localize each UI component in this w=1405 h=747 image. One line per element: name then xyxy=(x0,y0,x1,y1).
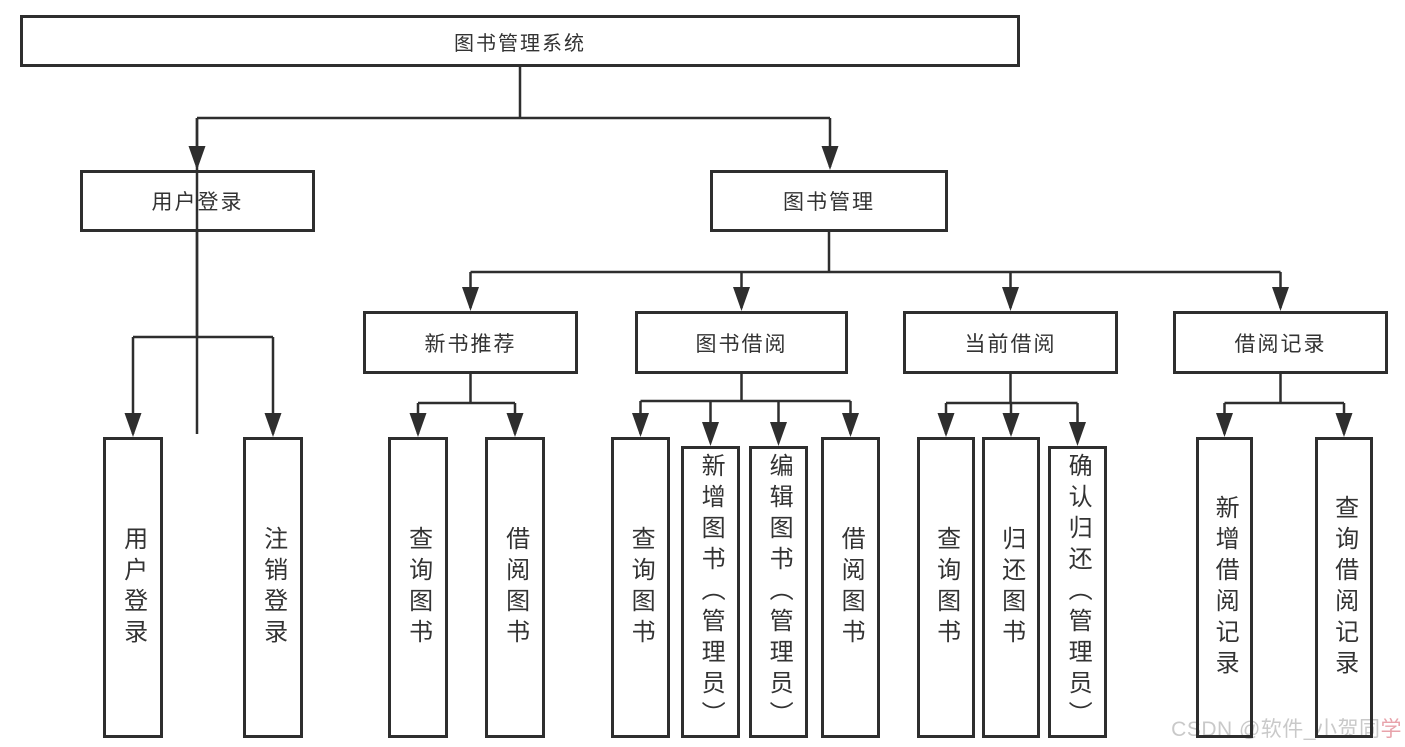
node-current-borrow-label: 当前借阅 xyxy=(964,332,1057,356)
leaf-add-book-admin-label: 新增图书（管理员） xyxy=(697,452,725,732)
node-book-borrow-label: 图书借阅 xyxy=(695,332,788,356)
leaf-query-borrow-record-label: 查询借阅记录 xyxy=(1330,494,1358,681)
leaf-user-login-label: 用户登录 xyxy=(119,525,147,650)
leaf-borrow-books: 借阅图书 xyxy=(821,437,880,738)
leaf-add-book-admin: 新增图书（管理员） xyxy=(681,446,740,738)
leaf-add-borrow-record-label: 新增借阅记录 xyxy=(1211,494,1239,681)
node-borrow-records: 借阅记录 xyxy=(1173,311,1388,374)
node-book-borrow: 图书借阅 xyxy=(635,311,848,374)
watermark-pink-text: 学 xyxy=(1380,718,1402,741)
leaf-return-book-label: 归还图书 xyxy=(997,525,1025,650)
leaf-logout: 注销登录 xyxy=(243,437,303,738)
node-new-book-recommend-label: 新书推荐 xyxy=(424,332,517,356)
node-user-login: 用户登录 xyxy=(80,170,315,232)
node-new-book-recommend: 新书推荐 xyxy=(363,311,578,374)
leaf-query-borrow-record: 查询借阅记录 xyxy=(1315,437,1373,738)
leaf-logout-label: 注销登录 xyxy=(259,525,287,650)
node-root-label: 图书管理系统 xyxy=(454,32,586,55)
leaf-add-borrow-record: 新增借阅记录 xyxy=(1196,437,1253,738)
node-root: 图书管理系统 xyxy=(20,15,1020,67)
arrowheads xyxy=(124,146,1353,446)
leaf-query-books-recommend-label: 查询图书 xyxy=(404,525,432,650)
node-current-borrow: 当前借阅 xyxy=(903,311,1118,374)
leaf-borrow-books-label: 借阅图书 xyxy=(837,525,865,650)
connector-borrow-records-children xyxy=(1223,374,1346,434)
leaf-query-books-borrow: 查询图书 xyxy=(611,437,670,738)
node-book-management: 图书管理 xyxy=(710,170,948,232)
node-book-management-label: 图书管理 xyxy=(783,191,875,214)
connector-root-to-level2 xyxy=(195,67,832,434)
leaf-query-books-borrow-label: 查询图书 xyxy=(627,525,655,650)
leaf-query-books-current-label: 查询图书 xyxy=(932,525,960,650)
leaf-confirm-return-admin-label: 确认归还（管理员） xyxy=(1064,452,1092,732)
node-borrow-records-label: 借阅记录 xyxy=(1234,332,1327,356)
leaf-user-login: 用户登录 xyxy=(103,437,163,738)
connector-book-borrow-children xyxy=(639,374,852,441)
node-user-login-label: 用户登录 xyxy=(151,191,244,214)
leaf-return-book: 归还图书 xyxy=(982,437,1040,738)
connector-new-book-recommend-children xyxy=(416,374,517,434)
leaf-query-books-current: 查询图书 xyxy=(917,437,975,738)
leaf-borrow-books-recommend: 借阅图书 xyxy=(485,437,545,738)
leaf-borrow-books-recommend-label: 借阅图书 xyxy=(501,525,529,650)
connector-book-management-children xyxy=(469,232,1282,308)
leaf-edit-book-admin: 编辑图书（管理员） xyxy=(749,446,808,738)
leaf-confirm-return-admin: 确认归还（管理员） xyxy=(1048,446,1107,738)
leaf-query-books-recommend: 查询图书 xyxy=(388,437,448,738)
connector-user-login-children xyxy=(131,232,275,434)
leaf-edit-book-admin-label: 编辑图书（管理员） xyxy=(765,452,793,732)
